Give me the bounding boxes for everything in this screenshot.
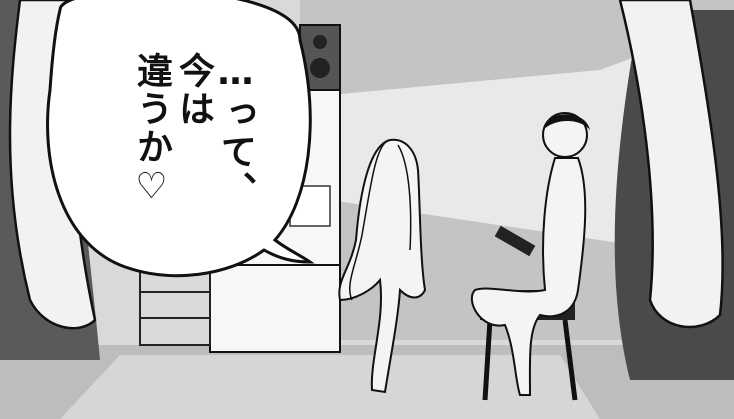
speech-line-3: 違うか♡	[131, 52, 172, 209]
speech-line-1: …って、	[215, 52, 256, 209]
speech-bubble: …って、 今は 違うか♡	[108, 52, 278, 252]
speech-line-2: 今は	[173, 52, 214, 128]
